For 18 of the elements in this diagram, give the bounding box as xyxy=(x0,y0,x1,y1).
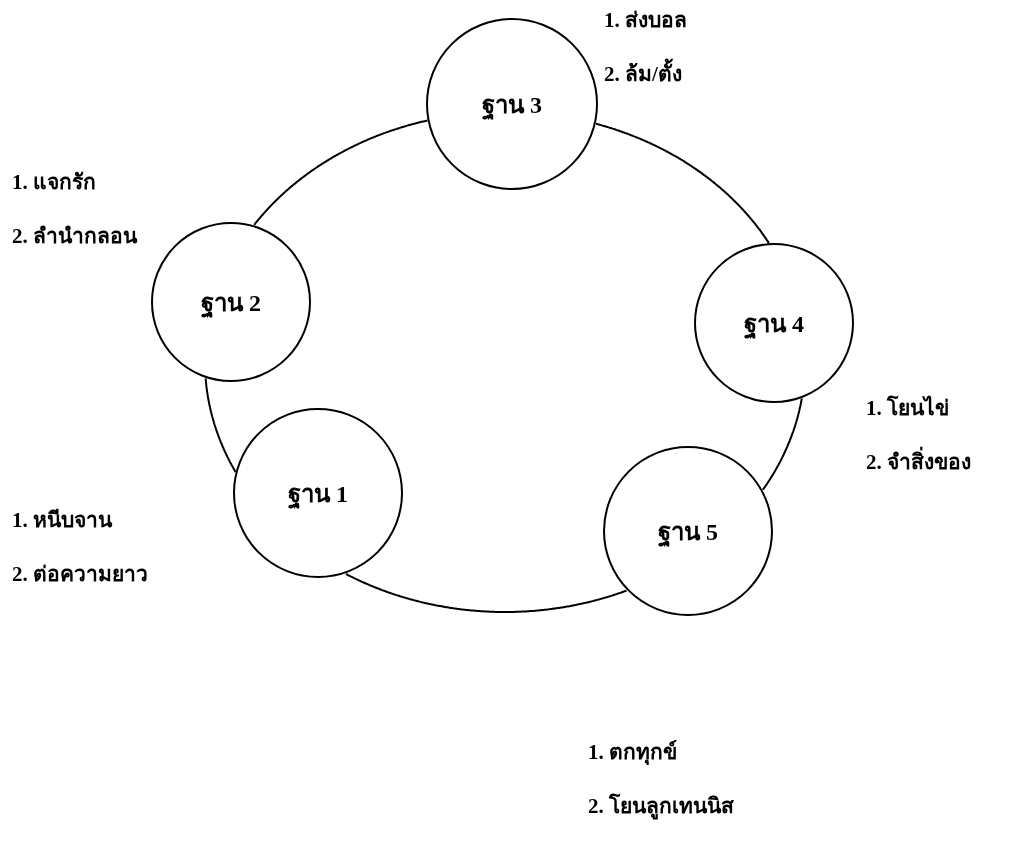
activity-item: 1. ส่งบอล xyxy=(604,8,687,34)
station-label: ฐาน 2 xyxy=(201,288,261,320)
station-label: ฐาน 5 xyxy=(658,517,718,549)
activity-item: 2. ต่อความยาว xyxy=(12,562,148,588)
activity-item: 1. แจกรัก xyxy=(12,170,96,196)
activity-item: 1. ตกทุกข์ xyxy=(588,740,677,766)
activity-item: 2. ลำนำกลอน xyxy=(12,224,137,250)
station-label: ฐาน 1 xyxy=(288,479,348,511)
station-label: ฐาน 3 xyxy=(482,90,542,122)
connector-arc xyxy=(345,573,628,613)
activity-item: 1. หนีบจาน xyxy=(12,508,112,534)
activity-item: 1. โยนไข่ xyxy=(866,396,949,422)
connector-arc xyxy=(253,119,429,226)
connector-arc xyxy=(204,377,237,473)
station-label: ฐาน 4 xyxy=(744,309,804,341)
activity-item: 2. โยนลูกเทนนิส xyxy=(588,794,734,820)
connector-arc xyxy=(595,122,770,245)
connector-arc xyxy=(761,397,803,491)
